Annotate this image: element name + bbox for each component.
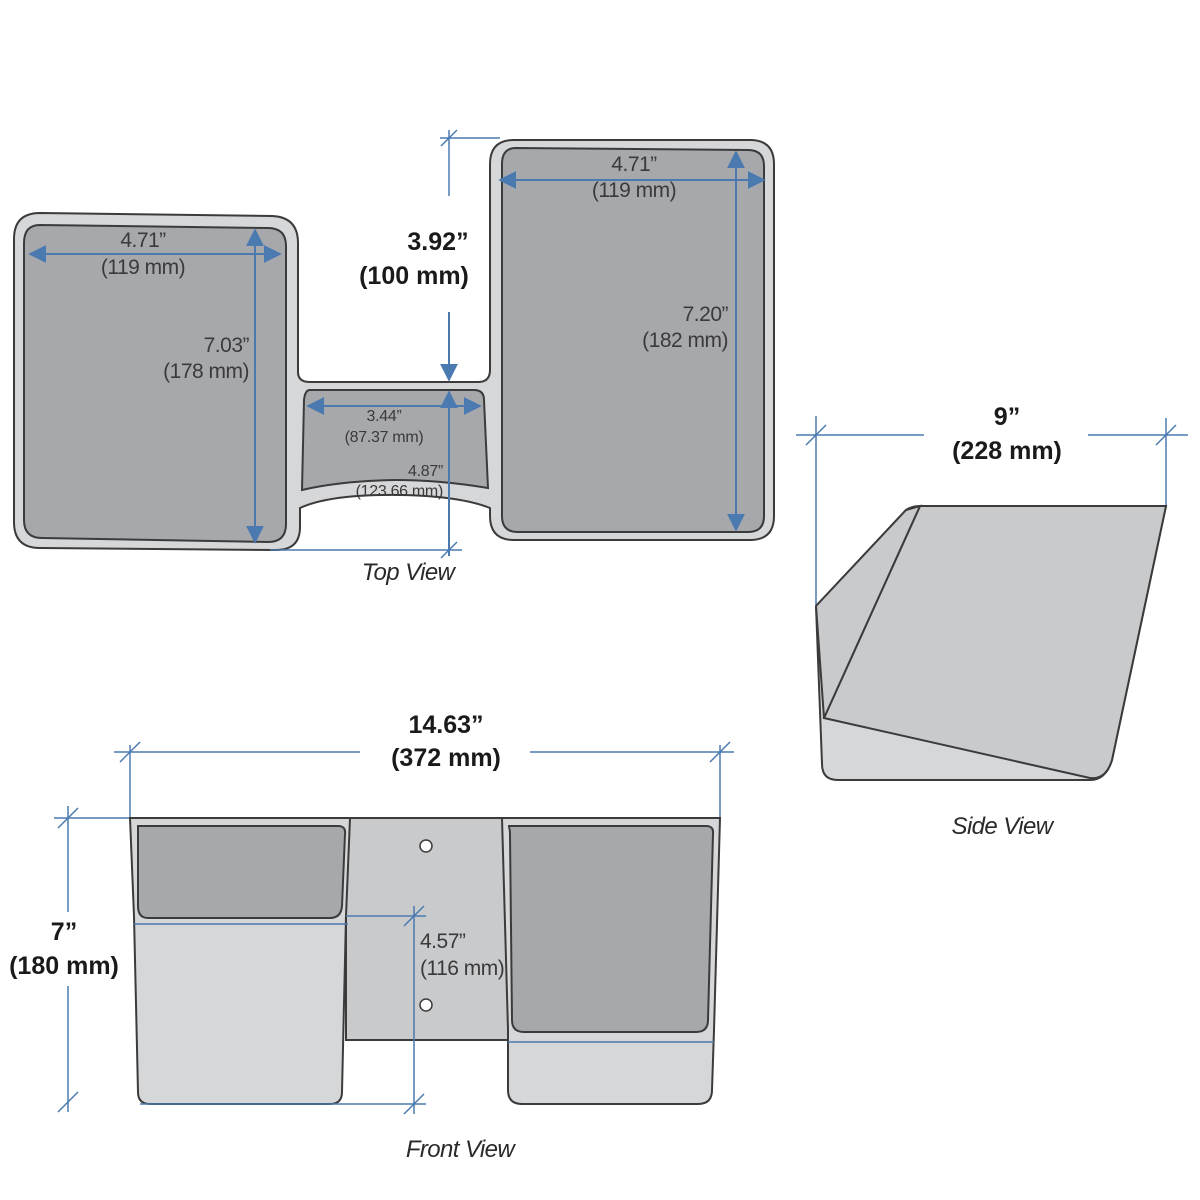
middle-depth-in: 4.87” xyxy=(408,463,443,480)
right-pocket-opening xyxy=(507,825,715,1033)
front-height-mm: (180 mm) xyxy=(9,952,119,980)
offset-in: 3.92” xyxy=(407,228,468,256)
mounting-hole-top xyxy=(419,839,433,853)
middle-width-in: 3.44” xyxy=(367,408,402,425)
top-view: 4.71” (119 mm) 7.03” (178 mm) 4.71” (119… xyxy=(13,129,775,586)
left-pocket-opening xyxy=(137,825,347,919)
middle-depth-mm: (123.66 mm) xyxy=(356,483,443,500)
front-width-in: 14.63” xyxy=(408,711,483,739)
pocket-height-tick-bottom xyxy=(403,1093,425,1115)
front-height-tick-top xyxy=(57,807,79,829)
front-height-tick-bottom xyxy=(57,1091,79,1113)
front-view-label: Front View xyxy=(406,1136,517,1163)
pocket-height-mm: (116 mm) xyxy=(420,957,504,980)
side-depth-in: 9” xyxy=(994,403,1020,431)
right-depth-in: 7.20” xyxy=(683,303,729,326)
side-view: 9” (228 mm) Side View xyxy=(796,403,1188,840)
side-depth-tick-left xyxy=(805,424,827,446)
left-depth-mm: (178 mm) xyxy=(163,360,249,383)
front-height-in: 7” xyxy=(51,918,77,946)
front-width-mm: (372 mm) xyxy=(391,744,501,772)
right-width-mm: (119 mm) xyxy=(592,179,676,202)
side-view-front-wedge xyxy=(814,504,922,719)
side-depth-mm: (228 mm) xyxy=(952,437,1062,465)
middle-compartment xyxy=(300,389,490,492)
left-width-mm: (119 mm) xyxy=(101,256,185,279)
right-compartment xyxy=(501,146,765,533)
side-view-inner-panel xyxy=(822,505,1168,780)
offset-tick-top xyxy=(440,129,458,147)
left-compartment xyxy=(23,223,287,544)
pocket-height-tick-top xyxy=(403,905,425,927)
front-width-tick-right xyxy=(709,741,731,763)
mounting-hole-bottom xyxy=(419,998,433,1012)
pocket-height-in: 4.57” xyxy=(420,930,466,953)
front-view: 14.63” (372 mm) 7” (180 mm) 4.57” (116 m… xyxy=(9,711,734,1163)
left-depth-in: 7.03” xyxy=(204,334,250,357)
offset-mm: (100 mm) xyxy=(359,262,469,290)
front-width-tick-left xyxy=(119,741,141,763)
middle-width-mm: (87.37 mm) xyxy=(345,429,424,446)
right-width-in: 4.71” xyxy=(611,153,657,176)
side-depth-tick-right xyxy=(1155,424,1177,446)
top-view-label: Top View xyxy=(362,559,457,586)
right-depth-mm: (182 mm) xyxy=(642,329,728,352)
middle-depth-tick xyxy=(440,541,458,559)
left-width-in: 4.71” xyxy=(120,229,166,252)
side-view-label: Side View xyxy=(952,813,1055,840)
